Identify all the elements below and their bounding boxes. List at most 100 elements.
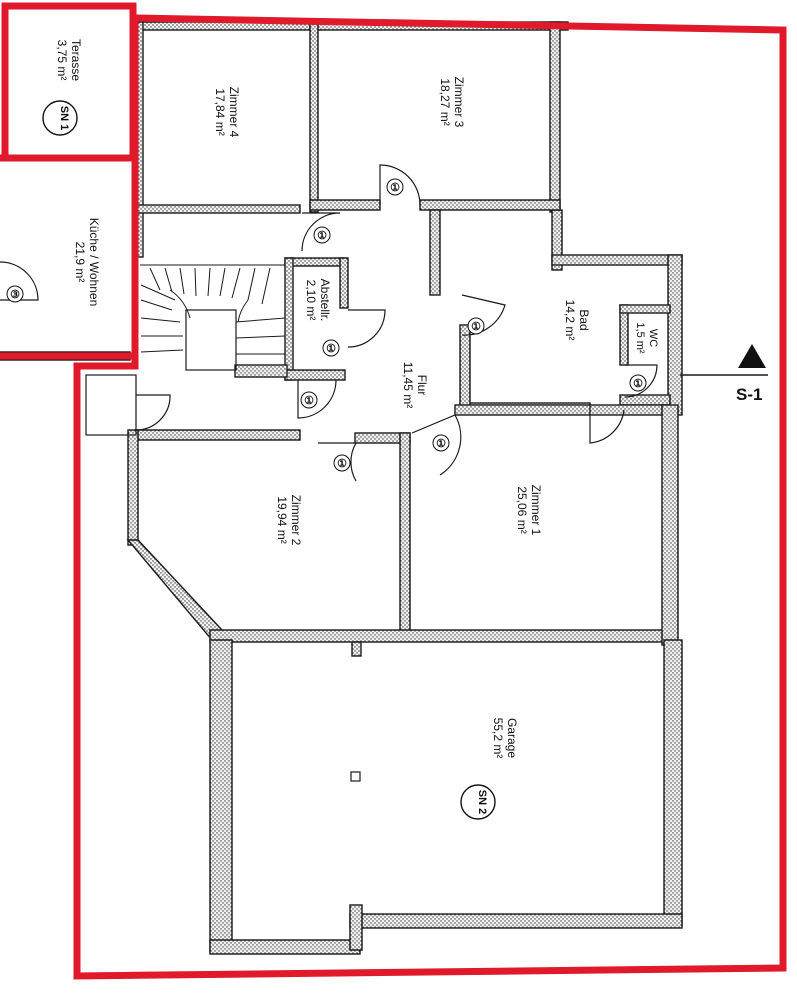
wall-bad-top: [551, 254, 683, 266]
door-z1: [411, 414, 462, 476]
wall-garage-right: [663, 639, 683, 926]
door-z4: [301, 212, 341, 252]
door-entry: [135, 394, 171, 431]
wall-bad-left-upper: [429, 209, 441, 296]
room-kueche-area: 21,9 m²: [73, 242, 87, 283]
room-zimmer3: Zimmer 3 18,27 m²: [438, 77, 466, 128]
wall-z3-right: [549, 21, 561, 213]
room-zimmer3-area: 18,27 m²: [438, 78, 452, 125]
wall-abst-right: [339, 257, 349, 309]
doors: [0, 164, 658, 482]
wall-bad-left: [459, 324, 471, 414]
badge-sn2-text: SN 2: [476, 790, 488, 814]
wall-abst-left: [284, 257, 294, 381]
door-abst: [347, 309, 386, 348]
svg-text:①: ①: [326, 343, 336, 355]
room-abstellr-area: 2,10 m²: [304, 280, 318, 321]
wall-garage-left: [209, 639, 233, 953]
room-zimmer1: Zimmer 1 25,06 m²: [515, 485, 543, 536]
room-labels: Terasse 3,75 m² Küche / Wohnen 21,9 m² Z…: [55, 39, 659, 758]
room-zimmer4-name: Zimmer 4: [227, 87, 241, 138]
outline-kueche: [0, 154, 139, 360]
room-kueche-name: Küche / Wohnen: [87, 218, 101, 307]
section-label: S-1: [736, 385, 762, 404]
room-wc: WC 1,5 m²: [634, 322, 659, 354]
staircase: [140, 264, 286, 355]
room-zimmer2-name: Zimmer 2: [289, 495, 303, 546]
room-zimmer4-area: 17,84 m²: [213, 88, 227, 135]
section-arrow-icon: [738, 344, 766, 368]
room-abstellr: Abstellr. 2,10 m²: [304, 279, 332, 322]
svg-text:①: ①: [390, 182, 400, 194]
wall-z2-bottom: [209, 629, 671, 643]
wall-bad-right: [667, 254, 683, 416]
door-marker-z1: ①: [432, 434, 450, 452]
wall-z2-right: [399, 432, 411, 634]
door-marker-z3: ①: [386, 178, 404, 196]
room-zimmer1-area: 25,06 m²: [515, 486, 529, 533]
room-flur: Flur 11,45 m²: [401, 362, 429, 408]
door-markers: ① ① ① ① ① ① ① ① ③: [6, 178, 647, 472]
room-zimmer2-area: 19,94 m²: [275, 496, 289, 543]
badge-sn1-text: SN 1: [58, 106, 70, 130]
door-bad: [461, 294, 506, 336]
wall-garage-bottom-left: [209, 939, 361, 955]
svg-text:①: ①: [317, 230, 327, 242]
door-flur: [297, 379, 337, 419]
room-flur-name: Flur: [415, 375, 429, 396]
wall-z3-bottom-r: [419, 199, 561, 211]
door-marker-wc: ①: [629, 374, 647, 392]
outline-sn1: [1, 2, 137, 162]
svg-text:①: ①: [436, 438, 446, 450]
wall-z4-bottom: [134, 204, 301, 214]
svg-text:③: ③: [10, 289, 20, 301]
room-terasse-name: Terasse: [69, 39, 83, 81]
wall-garage-bottom-right: [349, 913, 683, 929]
room-terasse-area: 3,75 m²: [55, 40, 69, 81]
door-marker-kueche: ③: [6, 285, 24, 303]
room-garage-area: 55,2 m²: [491, 718, 505, 759]
room-garage: Garage 55,2 m²: [491, 718, 519, 759]
entry-porch: [85, 374, 137, 436]
room-bad-area: 14,2 m²: [563, 300, 577, 341]
room-bad: Bad 14,2 m²: [563, 300, 591, 341]
door-marker-abst: ①: [322, 339, 340, 357]
badge-sn1: SN 1: [42, 100, 78, 136]
wall-wc-left: [619, 304, 629, 366]
garage-pillar-center: [350, 771, 361, 782]
door-marker-z2: ①: [333, 454, 351, 472]
wall-z1-right: [661, 404, 679, 646]
room-abstellr-name: Abstellr.: [318, 279, 332, 322]
room-wc-name: WC: [647, 329, 659, 347]
wall-stair-bottom: [234, 364, 288, 378]
room-terasse: Terasse 3,75 m²: [55, 39, 83, 81]
room-zimmer4: Zimmer 4 17,84 m²: [213, 87, 241, 138]
door-kueche: [0, 261, 39, 301]
wall-abst-top: [284, 257, 346, 267]
room-zimmer2: Zimmer 2 19,94 m²: [275, 495, 303, 546]
room-zimmer1-name: Zimmer 1: [529, 485, 543, 536]
outline-sn2: [73, 14, 787, 980]
red-outlines: [0, 2, 787, 980]
door-marker-z4: ①: [313, 226, 331, 244]
room-kueche: Küche / Wohnen 21,9 m²: [73, 218, 101, 307]
door-marker-bad: ①: [467, 317, 485, 335]
svg-text:①: ①: [337, 458, 347, 470]
wall-z4-z3: [309, 21, 319, 213]
wall-z1-top: [454, 404, 671, 416]
door-z3: [379, 164, 421, 206]
room-flur-area: 11,45 m²: [401, 362, 415, 408]
wall-flur-bottom-left: [134, 429, 301, 441]
stair-landing: [185, 309, 237, 371]
room-zimmer3-name: Zimmer 3: [452, 77, 466, 128]
garage-pillar-top: [351, 641, 362, 657]
svg-text:①: ①: [304, 395, 314, 407]
door-bad-bottom: [589, 405, 625, 444]
door-wc: [624, 364, 658, 398]
svg-text:①: ①: [633, 378, 643, 390]
wall-z2-left: [127, 429, 139, 546]
door-marker-flur: ①: [300, 391, 318, 409]
svg-text:①: ①: [471, 321, 481, 333]
wall-abst-bottom: [284, 369, 346, 381]
